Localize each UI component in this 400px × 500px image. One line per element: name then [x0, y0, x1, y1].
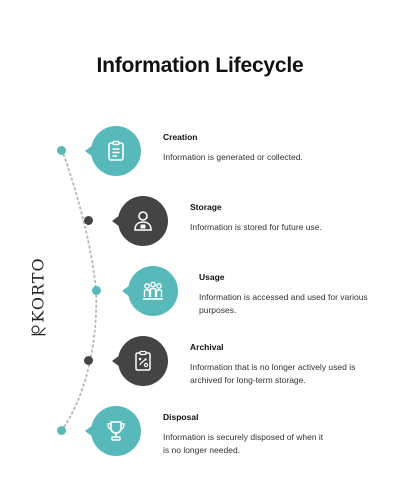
- clipboard-list-icon: [108, 140, 124, 161]
- timeline-dot-storage: [84, 216, 93, 225]
- storage-bubble: [112, 196, 168, 246]
- archival-description: Information that is no longer actively u…: [190, 362, 356, 385]
- korto-logo-text: KORTO: [28, 257, 48, 323]
- archival-title: Archival: [190, 342, 224, 352]
- page-title: Information Lifecycle: [96, 54, 304, 77]
- timeline-dot-disposal: [57, 426, 66, 435]
- trophy-icon: [107, 421, 125, 441]
- strategy-board-icon: [135, 350, 151, 371]
- creation-text: Creation Information is generated or col…: [163, 132, 363, 164]
- user-lock-icon: [134, 211, 152, 231]
- creation-bubble: [85, 126, 141, 176]
- usage-description: Information is accessed and used for var…: [199, 292, 368, 315]
- timeline-dot-archival: [84, 356, 93, 365]
- storage-description: Information is stored for future use.: [190, 222, 322, 232]
- disposal-title: Disposal: [163, 412, 199, 422]
- storage-text: Storage Information is stored for future…: [190, 202, 390, 234]
- disposal-text: Disposal Information is securely dispose…: [163, 412, 363, 457]
- usage-text: Usage Information is accessed and used f…: [199, 272, 399, 317]
- usage-title: Usage: [199, 272, 225, 282]
- disposal-bubble: [85, 406, 141, 456]
- group-icon: [143, 281, 163, 300]
- usage-bubble: [122, 266, 178, 316]
- archival-text: Archival Information that is no longer a…: [190, 342, 390, 387]
- storage-title: Storage: [190, 202, 222, 212]
- disposal-description: Information is securely disposed of when…: [163, 432, 324, 455]
- korto-logo-mark-icon: [30, 325, 46, 336]
- archival-bubble: [112, 336, 168, 386]
- creation-title: Creation: [163, 132, 198, 142]
- korto-logo: KORTO: [29, 257, 48, 338]
- timeline-dot-creation: [57, 146, 66, 155]
- timeline-dot-usage: [92, 286, 101, 295]
- creation-description: Information is generated or collected.: [163, 152, 303, 162]
